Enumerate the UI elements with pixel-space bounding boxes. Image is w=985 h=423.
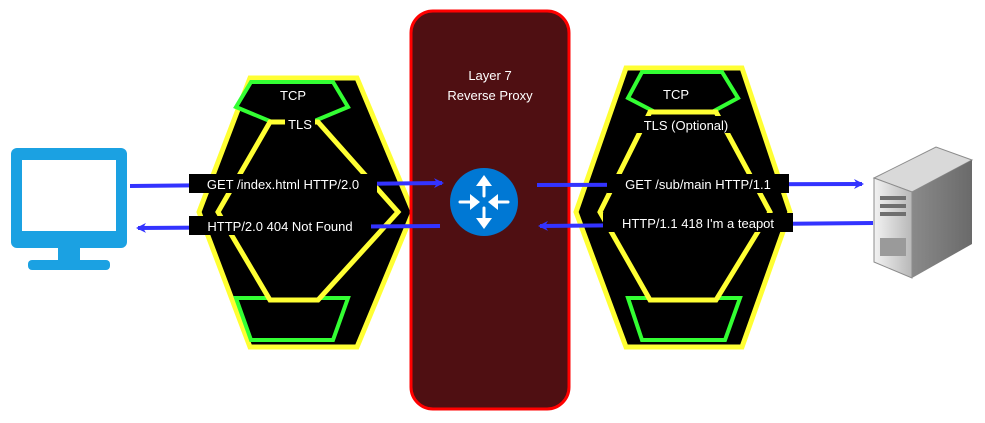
left-tunnel-tls-layer [215,119,402,303]
left-tls-label: TLS [288,117,312,132]
server-tower-icon [872,146,974,279]
left-tunnel-green-bottom [233,296,351,342]
server-response-label: HTTP/1.1 418 I'm a teapot [622,216,774,231]
right-tcp-label: TCP [663,87,689,102]
right-tunnel [573,65,793,350]
left-tunnel [196,75,416,350]
right-tls-label: TLS (Optional) [644,118,729,133]
router-icon [450,168,518,236]
monitor-icon [11,148,127,270]
client-request-label: GET /index.html HTTP/2.0 [207,177,359,192]
proxy-title-line1: Layer 7 [468,68,511,83]
client-response-label: HTTP/2.0 404 Not Found [207,219,352,234]
tunnel-labels: TCP TLS TCP TLS (Optional) [277,85,739,133]
message-labels: GET /index.html HTTP/2.0 HTTP/2.0 404 No… [189,174,793,235]
server-request-label: GET /sub/main HTTP/1.1 [625,177,771,192]
right-tunnel-tls-layer [597,109,773,303]
proxy-title-line2: Reverse Proxy [447,88,533,103]
right-tunnel-green-bottom [625,296,743,342]
left-tcp-label: TCP [280,88,306,103]
